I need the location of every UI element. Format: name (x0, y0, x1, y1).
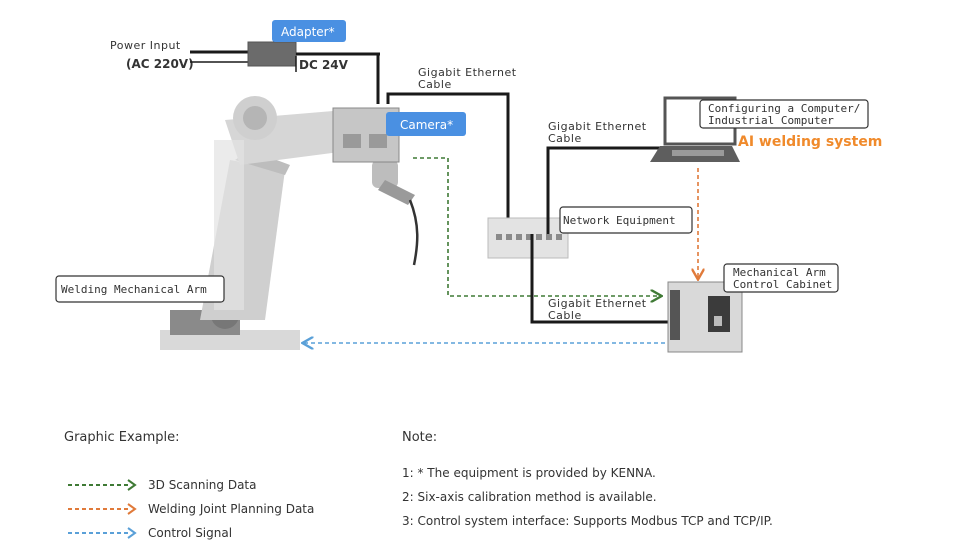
gigabit-top-label-1: Gigabit Ethernet (418, 66, 517, 79)
note-item-1: 1: * The equipment is provided by KENNA. (402, 466, 656, 480)
dc-label: DC 24V (299, 58, 349, 72)
camera-label: Camera* (400, 118, 453, 132)
gigabit-cable-bottom (530, 234, 668, 324)
network-equipment-tag (559, 206, 693, 234)
adapter-label: Adapter* (281, 25, 335, 39)
gigabit-mid-label-2: Cable (548, 132, 582, 145)
legend-label-control: Control Signal (148, 526, 233, 540)
network-equipment-label: Network Equipment (563, 214, 676, 227)
computer-label-2: Industrial Computer (708, 114, 834, 127)
green-dashed-arrow-icon (68, 479, 137, 491)
orange-dashed-arrow-icon (68, 503, 137, 515)
computer-label-1: Configuring a Computer/ (708, 102, 860, 115)
legend-label-planning: Welding Joint Planning Data (148, 502, 315, 516)
camera-lens-1 (343, 134, 361, 148)
network-ports (496, 234, 562, 240)
note-item-2: 2: Six-axis calibration method is availa… (402, 490, 657, 504)
welding-arm-tag (55, 275, 225, 303)
legend-label-scan: 3D Scanning Data (148, 478, 257, 492)
camera-tag (386, 112, 466, 136)
welding-arm-label: Welding Mechanical Arm (61, 283, 207, 296)
cabinet-label-2: Control Cabinet (733, 278, 832, 291)
gigabit-cable-top (386, 92, 510, 234)
gigabit-cable-mid (546, 146, 690, 234)
gigabit-top-label-2: Cable (418, 78, 452, 91)
system-diagram: Power Input (AC 220V) Adapter* DC 24V Gi… (55, 20, 882, 353)
gigabit-bottom-label-1: Gigabit Ethernet (548, 297, 647, 310)
legend-item-scan: 3D Scanning Data (68, 478, 257, 492)
control-cabinet (667, 281, 743, 353)
blue-dashed-arrow-icon (68, 527, 137, 539)
legend-title: Graphic Example: (64, 430, 180, 445)
gigabit-bottom-label-2: Cable (548, 309, 582, 322)
legend-item-control: Control Signal (68, 526, 232, 540)
scan-data-line (413, 157, 660, 296)
note-item-3: 3: Control system interface: Supports Mo… (402, 514, 773, 528)
legend-and-notes: Graphic Example: Note: 3D Scanning Data … (0, 400, 960, 560)
legend-item-planning: Welding Joint Planning Data (68, 502, 314, 516)
ai-welding-system-label: AI welding system (738, 134, 882, 150)
camera-lens-2 (369, 134, 387, 148)
power-input-value: (AC 220V) (126, 57, 194, 71)
cabinet-label-1: Mechanical Arm (733, 266, 826, 279)
adapter-tag (272, 20, 346, 42)
computer-tag (699, 99, 869, 129)
power-input-label: Power Input (110, 39, 181, 52)
gigabit-mid-label-1: Gigabit Ethernet (548, 120, 647, 133)
adapter-device (247, 41, 297, 67)
notes-title: Note: (402, 430, 438, 445)
cabinet-tag (723, 263, 839, 293)
